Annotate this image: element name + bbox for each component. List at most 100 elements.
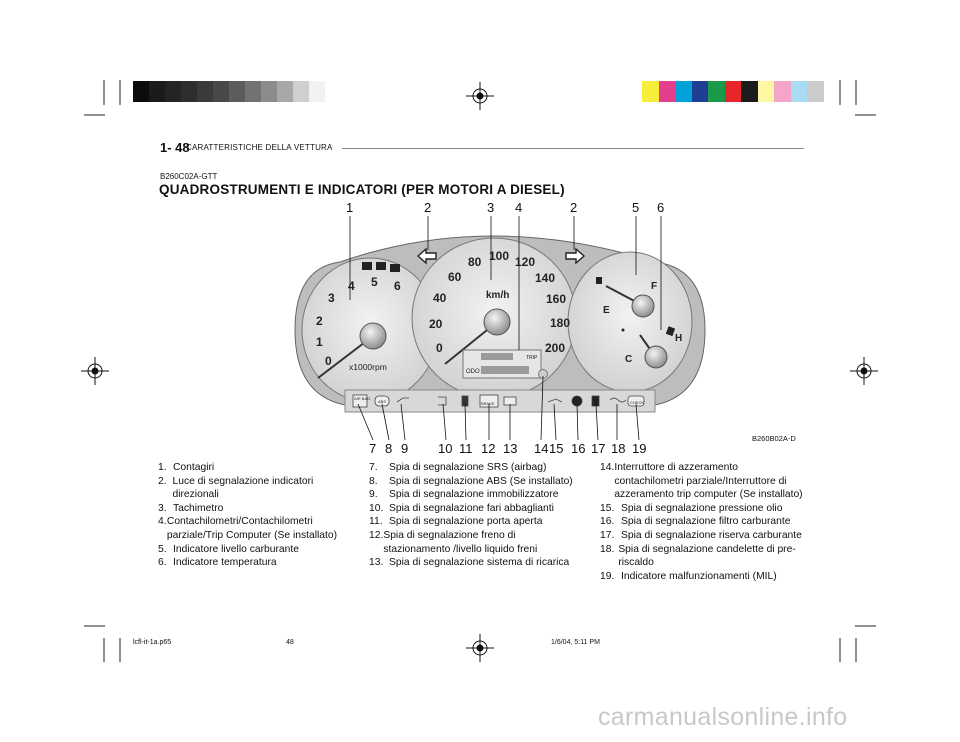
legend-item-text: Spia di segnalazione freno di stazioname… <box>383 529 538 555</box>
legend-item-number: 4. <box>158 516 167 528</box>
tach-tick: 5 <box>371 275 378 289</box>
tach-tick: 2 <box>316 314 323 328</box>
calibration-swatch <box>790 81 807 102</box>
calibration-swatch <box>741 81 758 102</box>
calibration-swatch <box>691 81 708 102</box>
legend-item: 13.Spia di segnalazione sistema di ricar… <box>369 556 581 570</box>
instrument-cluster-figure: 0 1 2 3 4 5 6 x1000rpm 0 20 40 60 80 100… <box>294 216 706 441</box>
fuel-empty-label: E <box>603 305 610 316</box>
calibration-swatch <box>261 81 277 102</box>
glow-plug-lamp-icon <box>609 397 627 403</box>
calibration-swatch <box>675 81 692 102</box>
check-label: CHECK <box>630 400 644 405</box>
page-number: 1- 48 <box>160 140 190 155</box>
callout-number: 10 <box>438 441 453 456</box>
callout-number: 16 <box>571 441 586 456</box>
legend-item: 16. Spia di segnalazione filtro carburant… <box>600 515 804 529</box>
legend-item-text: Indicatore temperatura <box>173 557 277 569</box>
legend-item-text: Spia di segnalazione SRS (airbag) <box>389 462 547 473</box>
calibration-swatch <box>708 81 725 102</box>
legend-item-text: Spia di segnalazione porta aperta <box>389 516 543 528</box>
tach-tick: 4 <box>348 279 355 293</box>
speed-tick: 160 <box>546 292 566 306</box>
legend-item-number: 6. <box>158 557 167 569</box>
legend-item-number: 1. <box>158 462 167 473</box>
crosshair-icon <box>81 82 878 662</box>
speed-tick: 80 <box>468 255 482 269</box>
callout-number: 18 <box>611 441 626 456</box>
charging-lamp-icon <box>503 396 517 406</box>
legend-item-number: 5. <box>158 543 167 555</box>
legend-item-text: Spia di segnalazione sistema di ricarica <box>389 557 570 569</box>
left-turn-arrow-icon <box>416 247 437 265</box>
immobilizer-lamp-icon <box>396 397 409 403</box>
header-divider <box>342 148 804 149</box>
lcd-digits <box>481 353 529 374</box>
legend-item-number: 2. <box>158 475 167 487</box>
legend-item: 11. Spia di segnalazione porta aperta <box>369 515 581 529</box>
legend-item-text: Contachilometri/Contachilometri parziale… <box>166 516 338 541</box>
callout-number: 8 <box>385 441 393 456</box>
callout-number: 19 <box>632 441 647 456</box>
legend-item-number: 12. <box>369 529 384 541</box>
calibration-swatch <box>642 81 659 102</box>
calibration-swatch <box>757 81 774 102</box>
legend-item-text: Indicatore malfunzionamenti (MIL) <box>621 570 777 582</box>
tach-tick: 1 <box>316 335 323 349</box>
callout-number: 9 <box>401 441 409 456</box>
legend-item-text: Spia di segnalazione immobilizzatore <box>389 489 559 501</box>
legend-item-number: 17. <box>600 529 615 541</box>
temp-hub-icon <box>644 345 668 369</box>
legend-item: 9.Spia di segnalazione immobilizzatore <box>369 488 581 502</box>
legend-item-text: Spia di segnalazione fari abbaglianti <box>389 502 554 514</box>
calibration-swatch <box>277 81 293 102</box>
legend-item-number: 16. <box>600 516 615 528</box>
speed-unit: km/h <box>486 290 509 301</box>
figure-code: B260B02A-D <box>752 434 796 443</box>
footer-filename: lcfl-it-1a.p65 <box>133 639 172 646</box>
airbag-label: AIR BAG <box>354 396 370 401</box>
calibration-swatch <box>213 81 229 102</box>
callout-number: 13 <box>503 441 518 456</box>
legend-item-number: 7. <box>369 462 378 473</box>
right-turn-arrow-icon <box>565 247 586 265</box>
callout-number: 2 <box>570 200 578 215</box>
legend-item: 6. Indicatore temperatura <box>158 556 356 570</box>
legend-item-text: Tachimetro <box>173 502 224 514</box>
calibration-swatch <box>245 81 261 102</box>
calibration-swatch <box>293 81 309 102</box>
fuel-pump-icon <box>596 277 602 284</box>
legend-item-number: 19. <box>600 570 615 582</box>
legend-item-text: Spia di segnalazione candelette di pre-r… <box>618 543 796 569</box>
legend-item-number: 11. <box>369 516 383 528</box>
callout-number: 12 <box>481 441 496 456</box>
oil-pressure-lamp-icon <box>547 398 563 403</box>
callout-number: 6 <box>657 200 665 215</box>
tach-tick: 0 <box>325 354 332 368</box>
callout-number: 4 <box>515 200 523 215</box>
speed-tick: 180 <box>550 316 570 330</box>
calibration-swatch <box>807 81 824 102</box>
speed-tick: 20 <box>429 317 443 331</box>
legend-item-number: 14. <box>600 462 615 473</box>
legend-item-number: 10. <box>369 502 384 514</box>
legend-item: 18.Spia di segnalazione candelette di pr… <box>600 543 804 570</box>
legend-item-text: Spia di segnalazione filtro carburante <box>621 516 791 528</box>
fuel-hub-icon <box>631 294 655 318</box>
odo-label: ODO <box>466 369 480 375</box>
trip-label: TRIP <box>526 355 538 361</box>
callout-number: 7 <box>369 441 377 456</box>
speed-tick: 60 <box>448 270 462 284</box>
callout-number: 1 <box>346 200 354 215</box>
speed-tick: 40 <box>433 291 447 305</box>
temp-redzone-icon <box>665 326 676 337</box>
temp-hot-label: H <box>675 333 682 344</box>
legend-item: 14.Interruttore di azzeramento contachil… <box>600 461 804 502</box>
footer-page: 48 <box>286 639 294 646</box>
legend-item: 5.Indicatore livello carburante <box>158 543 356 557</box>
legend-item-text: Interruttore di azzeramento contachilome… <box>614 462 803 501</box>
legend-list-3: 14.Interruttore di azzeramento contachil… <box>600 461 804 583</box>
page-title: QUADROSTRUMENTI E INDICATORI (PER MOTORI… <box>159 182 565 197</box>
